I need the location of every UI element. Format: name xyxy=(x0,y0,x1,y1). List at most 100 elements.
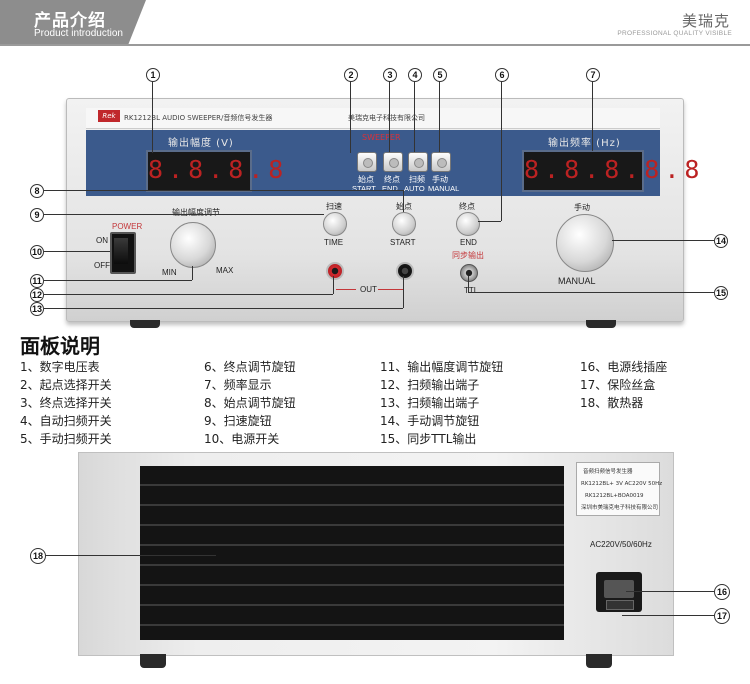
callout-12-line xyxy=(44,294,333,295)
callout-4-line xyxy=(414,81,415,152)
callout-6-line-h xyxy=(478,221,501,222)
callout-10-line xyxy=(44,251,110,252)
front-left-foot xyxy=(130,320,160,328)
header-subtitle: Product introduction xyxy=(34,28,123,39)
callout-5-line xyxy=(439,81,440,152)
callout-3-line xyxy=(389,81,390,152)
power-rocker xyxy=(114,238,128,264)
callout-14-line xyxy=(612,240,714,241)
sweep-output-black-jack[interactable] xyxy=(396,262,414,280)
legend-item-11: 11、输出幅度调节旋钮 xyxy=(380,360,504,374)
legend-item-10: 10、电源开关 xyxy=(204,432,280,446)
callout-18-line xyxy=(46,555,216,556)
brand-logo: Rek xyxy=(98,110,120,122)
callout-15-line xyxy=(468,292,714,293)
sync-output-label: 同步输出 xyxy=(452,251,484,260)
header-tab xyxy=(0,0,146,44)
model-strip: RK1212BL AUDIO SWEEPER/音频信号发生器 美瑞克电子科技有限… xyxy=(86,108,660,129)
callout-11: 11 xyxy=(30,274,44,288)
amp-knob-label: 输出幅度调节 xyxy=(172,208,220,217)
ttl-bnc-connector[interactable] xyxy=(460,264,478,282)
rear-label-line4: 深圳市美瑞克电子科技有限公司 xyxy=(581,505,659,511)
socket-inlet xyxy=(604,580,634,598)
fuse-box[interactable] xyxy=(606,600,634,610)
legend-item-9: 9、扫速旋钮 xyxy=(204,414,272,428)
legend-item-8: 8、始点调节旋钮 xyxy=(204,396,296,410)
manual-adjust-knob[interactable] xyxy=(556,214,614,272)
manual-btn-cn: 手动 xyxy=(432,175,448,184)
end-btn-en: END xyxy=(382,184,398,193)
rear-right-foot xyxy=(586,654,612,668)
time-knob-cn: 扫速 xyxy=(326,202,342,211)
callout-1: 1 xyxy=(146,68,160,82)
callout-7: 7 xyxy=(586,68,600,82)
callout-9-line xyxy=(44,214,324,215)
heatsink-fin xyxy=(140,544,564,546)
end-btn-cn: 终点 xyxy=(384,175,400,184)
heatsink-fin xyxy=(140,504,564,506)
manual-knob-cn: 手动 xyxy=(574,203,590,212)
callout-16-line xyxy=(626,591,714,592)
callout-3: 3 xyxy=(383,68,397,82)
manual-knob-en: MANUAL xyxy=(558,276,596,286)
heatsink-fin xyxy=(140,604,564,606)
amplitude-knob[interactable] xyxy=(170,222,216,268)
ac-rating: AC220V/50/60Hz xyxy=(590,540,652,549)
end-knob-en: END xyxy=(460,238,477,247)
callout-13-line xyxy=(44,308,403,309)
rear-left-foot xyxy=(140,654,166,668)
start-select-button[interactable] xyxy=(357,152,377,172)
legend-item-13: 13、扫频输出端子 xyxy=(380,396,480,410)
time-knob-en: TIME xyxy=(324,238,344,247)
header-divider xyxy=(0,44,750,46)
end-knob-cn: 终点 xyxy=(459,202,475,211)
callout-15: 15 xyxy=(714,286,728,300)
sweep-output-red-jack[interactable] xyxy=(326,262,344,280)
legend-item-14: 14、手动调节旋钮 xyxy=(380,414,480,428)
callout-4: 4 xyxy=(408,68,422,82)
legend-title: 面板说明 xyxy=(20,334,100,358)
out-label: OUT xyxy=(360,285,377,294)
start-point-knob[interactable] xyxy=(392,212,416,236)
heatsink-fin xyxy=(140,624,564,626)
callout-12-line-v xyxy=(333,276,334,294)
frequency-display-label: 输出频率 (Hz) xyxy=(548,138,621,149)
heatsink-fin xyxy=(140,584,564,586)
brand-tagline: PROFESSIONAL QUALITY VISIBLE xyxy=(617,30,732,37)
frequency-display: 8.8.8.8.8 xyxy=(522,150,699,192)
callout-9: 9 xyxy=(30,208,44,222)
legend-item-18: 18、散热器 xyxy=(580,396,644,410)
brand-name: 美瑞克 xyxy=(681,12,730,30)
end-point-knob[interactable] xyxy=(456,212,480,236)
callout-5: 5 xyxy=(433,68,447,82)
start-btn-en: START xyxy=(352,184,376,193)
callout-16: 16 xyxy=(714,584,730,600)
sweeper-header: SWEEPER xyxy=(362,133,401,142)
power-on-label: ON xyxy=(96,236,108,245)
callout-10: 10 xyxy=(30,245,44,259)
callout-7-line xyxy=(592,81,593,151)
amp-min-label: MIN xyxy=(162,268,177,277)
manual-sweep-button[interactable] xyxy=(431,152,451,172)
legend-item-5: 5、手动扫频开关 xyxy=(20,432,112,446)
rear-rating-label: 音频扫频信号发生器 RK1212BL+ 3V AC220V 50Hz RK121… xyxy=(576,462,662,516)
sweep-speed-knob[interactable] xyxy=(323,212,347,236)
heatsink-fin xyxy=(140,484,564,486)
heatsink-fin xyxy=(140,524,564,526)
rear-label-line1: 音频扫频信号发生器 xyxy=(583,469,633,475)
callout-12: 12 xyxy=(30,288,44,302)
auto-sweep-button[interactable] xyxy=(408,152,428,172)
power-label: POWER xyxy=(112,222,143,231)
start-knob-en: START xyxy=(390,238,416,247)
ttl-label: TTL xyxy=(464,286,479,295)
callout-17-line xyxy=(622,615,714,616)
out-line-left xyxy=(336,289,356,290)
legend-item-2: 2、起点选择开关 xyxy=(20,378,112,392)
legend-item-6: 6、终点调节旋钮 xyxy=(204,360,296,374)
auto-btn-en: AUTO xyxy=(404,184,425,193)
rear-label-line3: RK1212BL+BOA0019 xyxy=(585,493,644,499)
callout-14: 14 xyxy=(714,234,728,248)
callout-11-line-v xyxy=(192,266,193,280)
end-select-button[interactable] xyxy=(383,152,403,172)
power-off-label: OFF xyxy=(94,261,110,270)
